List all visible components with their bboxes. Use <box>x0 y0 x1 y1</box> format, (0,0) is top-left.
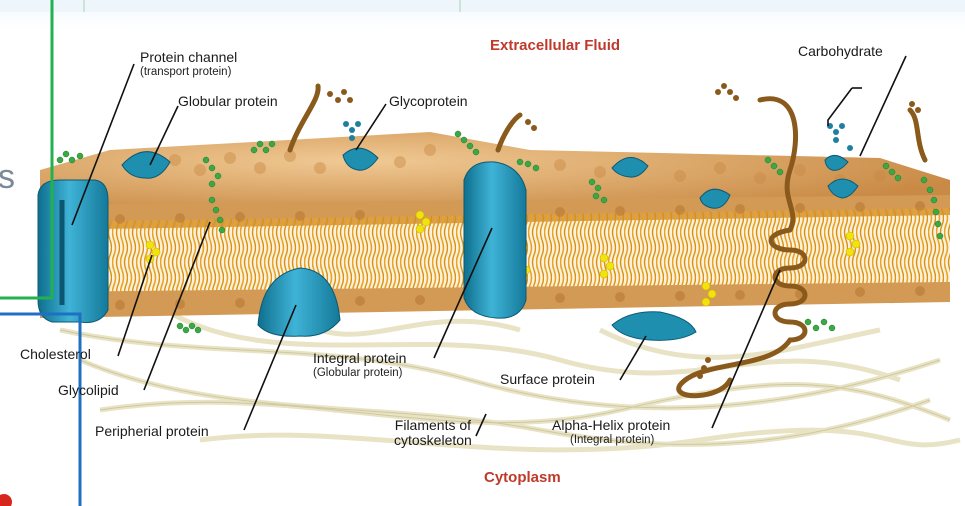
protein-channel-title: Protein channel <box>140 49 237 65</box>
protein-channel-subtitle: (transport protein) <box>140 65 237 80</box>
protein-channel-label: Protein channel (transport protein) <box>140 50 237 80</box>
protein-channel-shape <box>38 180 108 323</box>
integral-protein-subtitle: (Globular protein) <box>313 366 406 381</box>
filaments-line-2: cytoskeleton <box>394 433 472 448</box>
surface-protein-shape <box>612 312 696 341</box>
glycolipid-label: Glycolipid <box>58 383 119 398</box>
integral-protein-label: Integral protein (Globular protein) <box>313 351 406 381</box>
alpha-helix-title: Alpha-Helix protein <box>552 417 670 433</box>
filaments-line-1: Filaments of <box>394 418 472 433</box>
carbohydrate-label: Carbohydrate <box>798 44 883 59</box>
left-edge-glyph: s <box>0 158 15 197</box>
glycoprotein-label: Glycoprotein <box>389 94 468 109</box>
surface-protein-label: Surface protein <box>500 372 595 387</box>
integral-protein-shape <box>464 162 526 318</box>
extracellular-fluid-label: Extracellular Fluid <box>490 38 620 53</box>
integral-protein-title: Integral protein <box>313 350 406 366</box>
cytoplasm-label: Cytoplasm <box>484 470 561 485</box>
red-marker <box>0 494 12 506</box>
peripheral-protein-label: Peripherial protein <box>95 424 209 439</box>
alpha-helix-subtitle: (Integral protein) <box>570 433 670 448</box>
globular-protein-label: Globular protein <box>178 94 278 109</box>
filaments-label: Filaments of cytoskeleton <box>394 418 472 448</box>
cholesterol-label: Cholesterol <box>20 347 91 362</box>
alpha-helix-label: Alpha-Helix protein (Integral protein) <box>552 418 670 448</box>
